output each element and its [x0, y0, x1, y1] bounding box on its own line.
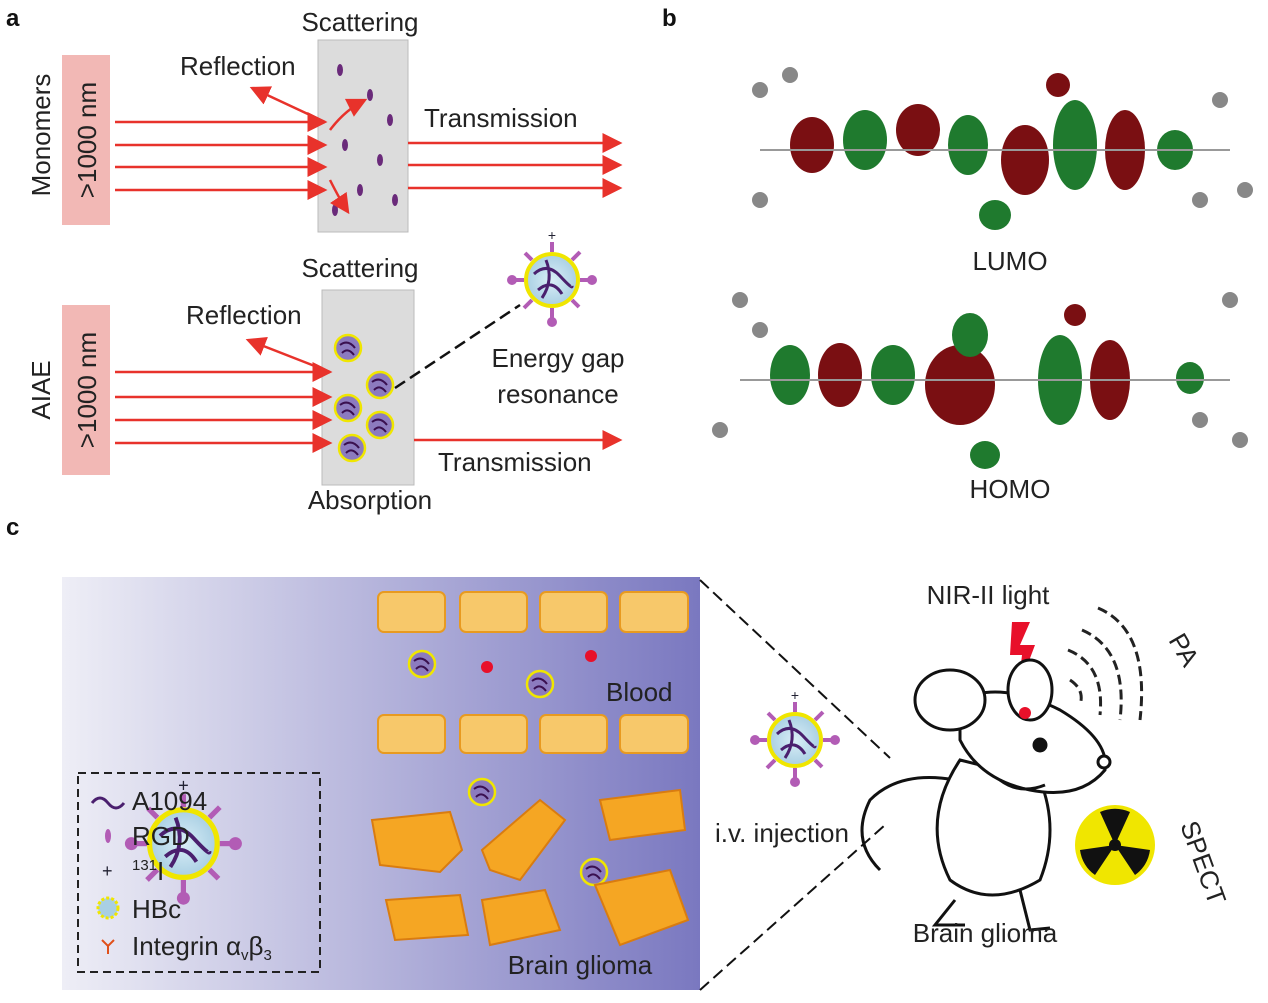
- pa-waves-icon: [1067, 606, 1144, 721]
- legend-rgd: RGD: [132, 821, 190, 851]
- hbc-icon: [96, 896, 120, 920]
- aiae-label: AIAE: [26, 360, 56, 419]
- legend-iodine: 131I: [132, 856, 164, 886]
- monomers-label: Monomers: [26, 74, 56, 197]
- tissue-background: [62, 577, 700, 990]
- legend-a1094: A1094: [132, 786, 207, 816]
- pa-label: PA: [1163, 628, 1206, 672]
- transmission-label: Transmission: [438, 447, 592, 477]
- a1094-icon: [90, 796, 126, 810]
- scattering-label: Scattering: [301, 253, 418, 283]
- legend-integrin: Integrin αvβ3: [132, 931, 272, 964]
- glioma-cells: [370, 788, 690, 947]
- lumo-label: LUMO: [972, 246, 1047, 276]
- legend: A1094 RGD + 131I HBc Integrin αvβ3: [77, 772, 321, 973]
- homo-orbital: HOMO: [712, 292, 1248, 504]
- panel-label-b: b: [662, 5, 677, 32]
- wavelength-label: >1000 nm: [72, 82, 102, 198]
- mouse-caption: Brain glioma: [913, 918, 1058, 948]
- panel-a-top: >1000 nm Monomers Scattering Reflection …: [26, 7, 623, 233]
- wavelength-box: [62, 305, 110, 475]
- panel-a-bottom: >1000 nm AIAE Scattering Reflection Ener…: [26, 225, 625, 515]
- spect-label: SPECT: [1174, 817, 1232, 909]
- panel-label-c: c: [6, 514, 19, 541]
- iodine-icon: +: [102, 861, 113, 881]
- reflection-label: Reflection: [180, 51, 296, 81]
- scattering-label: Scattering: [301, 7, 418, 37]
- blood-vessel-cells: [377, 591, 689, 754]
- rgd-icon: [105, 829, 111, 843]
- lumo-orbital: LUMO: [752, 67, 1253, 276]
- injection-label: i.v. injection: [715, 818, 849, 848]
- nanoparticle: [505, 225, 599, 329]
- radiation-icon: [1075, 805, 1155, 885]
- reflection-label: Reflection: [186, 300, 302, 330]
- nir-light-label: NIR-II light: [927, 580, 1051, 610]
- resonance-label: resonance: [497, 379, 618, 409]
- integrin-icon: [101, 939, 115, 954]
- nanoparticle-injection: [748, 685, 842, 789]
- panel-label-a: a: [6, 5, 20, 32]
- mouse-illustration: [860, 658, 1112, 932]
- brain-glioma-tissue-label: Brain glioma: [508, 950, 653, 980]
- absorption-label: Absorption: [308, 485, 432, 515]
- legend-hbc: HBc: [132, 894, 181, 924]
- wavelength-label: >1000 nm: [72, 332, 102, 448]
- lightning-icon: [1010, 622, 1035, 690]
- transmission-label: Transmission: [424, 103, 578, 133]
- wavelength-box: [62, 55, 110, 225]
- energy-gap-label: Energy gap: [492, 343, 625, 373]
- blood-label: Blood: [606, 677, 673, 707]
- homo-label: HOMO: [970, 474, 1051, 504]
